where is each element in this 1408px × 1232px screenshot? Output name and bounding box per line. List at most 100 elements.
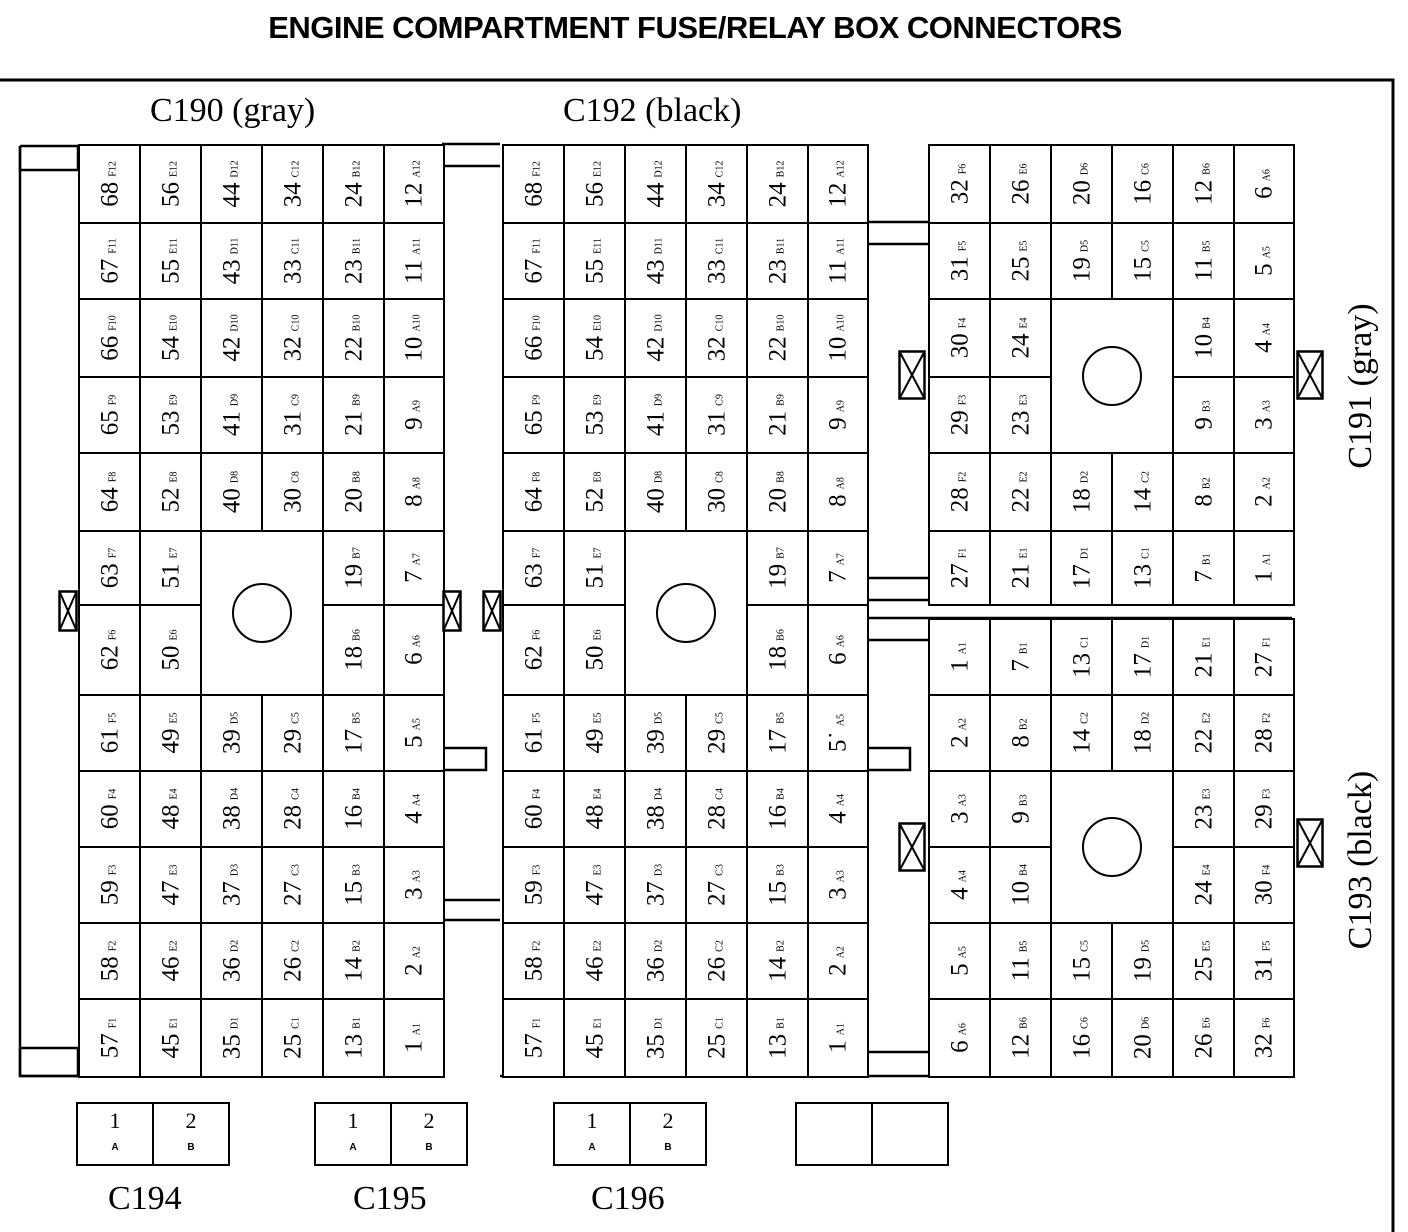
pin-cavity: C2 [1079,712,1091,724]
pin-label: 18D2 [1129,711,1156,754]
pin-label: 31C9 [703,394,730,436]
pin-cell: 19D5 [1050,222,1113,300]
pin-cavity: B6 [775,629,787,641]
pin-label: 34C12 [703,161,730,208]
pin-number: 49 [157,728,184,754]
pin-number: 1 [109,1108,121,1133]
pin-label: 62F6 [520,630,547,671]
pin-cavity: F11 [107,238,119,254]
pin-number: 18 [340,645,367,671]
pin-cell: 26E6 [989,144,1052,224]
relay-mount-block [624,530,748,696]
pin-label: 26E6 [1190,1017,1217,1058]
pin-number: 65 [520,410,547,436]
pin-cavity: A3 [957,794,969,807]
page-title: ENGINE COMPARTMENT FUSE/RELAY BOX CONNEC… [268,10,1122,45]
pin-cell: 3A3 [1233,376,1295,454]
pin-label: 10A10 [825,314,852,361]
pin-label: 39D5 [642,712,669,754]
pin-label: 17D1 [1068,547,1095,589]
pin-number: 6 [1250,186,1278,199]
pin-label: 15B3 [764,864,791,906]
pin-number: 13 [340,1033,367,1059]
pin-number: 11 [1007,957,1034,982]
pin-cell: 2A2 [1233,452,1295,532]
pin-label: 3A3 [401,870,428,900]
pin-number: 26 [279,956,306,982]
pin-cavity: F3 [957,394,969,406]
pin-cavity: D10 [229,314,241,332]
pin-cell: 30C8 [261,452,324,532]
pin-cell: 31C9 [685,376,748,454]
pin-number: 46 [157,956,184,982]
pin-cell: 54E10 [139,298,202,378]
pin-label: 59F3 [520,865,547,906]
pin-number: 23 [764,259,791,285]
pin-cavity: A2 [957,718,969,731]
pin-cell: 46E2 [139,922,202,1000]
pin-number: 36 [642,957,669,983]
pin-cell: 13B1 [322,998,385,1078]
pin-number: 1 [1250,570,1278,583]
pin-cell: 37D3 [200,846,263,924]
pin-cell: 16B4 [322,770,385,848]
pin-cavity: A6 [835,635,847,648]
pin-cell: 12A12 [383,144,445,224]
pin-number: 57 [96,1033,123,1059]
pin-number: 52 [157,487,184,513]
pin-label: 28C4 [279,788,306,830]
pin-label: 31C9 [279,394,306,436]
pin-cavity: A9 [411,400,423,413]
pin-number: 68 [96,181,123,207]
pin-number: 12 [1190,179,1217,205]
pin-cavity: D2 [1140,711,1152,725]
pin-cavity: E4 [1018,317,1030,329]
pin-label: 43D11 [642,237,669,285]
pin-number: 42 [642,336,669,362]
pin-label: 13C1 [1068,636,1095,678]
pin-label: 15B3 [340,864,367,906]
pin-cell: 4A4 [383,770,445,848]
pin-label: 57F1 [520,1018,547,1059]
pin-label: 23B11 [764,238,791,285]
pin-label: 67F11 [520,238,547,283]
pin-number: 50 [157,645,184,671]
pin-cavity: F5 [957,240,969,252]
pin-cell: 21E1 [989,530,1052,606]
pin-label: 54E10 [581,315,608,361]
pin-cavity: B5 [351,712,363,724]
pin-number: 51 [581,563,608,589]
pin-number: 32 [1250,1033,1278,1059]
pin-cavity: E4 [1201,864,1213,876]
pin-cell: 8A8 [383,452,445,532]
pin-cavity: B [425,1142,433,1153]
pin-cell: 17B5 [746,694,809,772]
pin-cell: 63F7 [502,530,565,606]
pin-cavity: D11 [653,237,665,255]
pin-label: 12B6 [1007,1017,1034,1059]
pin-cavity: E1 [168,1017,180,1029]
pin-number: 19 [1068,257,1095,283]
pin-cavity: E12 [592,160,604,178]
pin-label: 11A11 [825,238,852,284]
pin-label: 14C2 [1068,712,1095,754]
pin-cell: 23B11 [322,222,385,300]
pin-cavity: A11 [411,238,423,255]
pin-number: 16 [1068,1033,1095,1059]
pin-cavity: F2 [1261,712,1273,724]
pin-cavity: D9 [653,393,665,407]
pin-cavity: E2 [168,940,180,952]
pin-cavity: A3 [1261,400,1273,413]
pin-cell: 27C3 [685,846,748,924]
pin-label: 61F5 [96,713,123,754]
mounting-hole-icon [1082,346,1142,406]
pin-label: 25E5 [1190,940,1217,981]
pin-number: 2 [662,1108,674,1133]
pin-cavity: D1 [653,1016,665,1030]
pin-cavity: D8 [229,470,241,484]
pin-cell: 32C10 [685,298,748,378]
pin-label: 32C10 [703,315,730,362]
pin-number: 51 [157,563,184,589]
pin-cavity: E8 [592,471,604,483]
